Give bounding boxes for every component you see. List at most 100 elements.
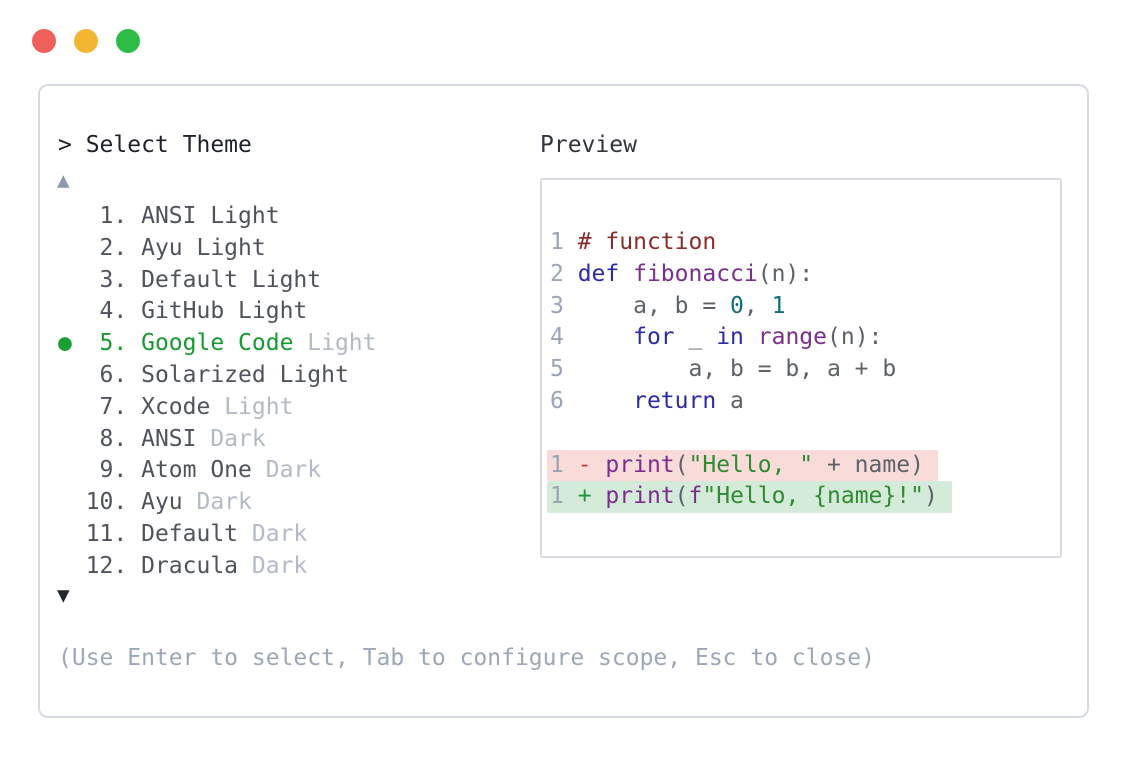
item-variant: Light [293, 330, 377, 357]
code-line: 6 return a [550, 386, 1060, 418]
token-plain: ( [674, 483, 689, 510]
item-bullet-space [58, 489, 86, 515]
item-bullet-space [58, 298, 86, 324]
token-plain: _ [674, 324, 717, 351]
scroll-up-icon[interactable]: ▲ [57, 168, 70, 192]
item-variant: Dark [238, 552, 308, 579]
theme-item-7[interactable]: 7. Xcode Light [58, 392, 377, 424]
item-variant: Light [224, 298, 308, 325]
token-plain: a, b = [577, 292, 731, 319]
item-name: Ayu [141, 234, 183, 261]
code-line: 5 a, b = b, a + b [550, 354, 1060, 386]
command-prompt: > Select Theme [58, 132, 252, 158]
line-number: 1 [550, 229, 578, 255]
item-variant: Light [196, 203, 280, 229]
theme-item-8[interactable]: 8. ANSI Dark [58, 424, 377, 456]
theme-item-5[interactable]: ● 5. Google Code Light [58, 328, 377, 360]
token-add: + [577, 483, 606, 510]
diff-deletion-line: 1 - print("Hello, " + name) [547, 449, 1060, 482]
item-bullet-space [58, 362, 86, 388]
window-controls [32, 29, 140, 53]
theme-item-9[interactable]: 9. Atom One Dark [58, 455, 377, 487]
token-plain: a, b = b, a + b [577, 356, 897, 383]
item-name: ANSI [141, 425, 197, 452]
item-variant: Dark [238, 520, 308, 547]
theme-item-12[interactable]: 12. Dracula Dark [58, 551, 377, 583]
item-bullet-space [58, 457, 86, 483]
theme-list: 1. ANSI Light 2. Ayu Light 3. Default Li… [58, 201, 377, 583]
item-name: ANSI [141, 203, 197, 229]
item-bullet-space [58, 521, 86, 547]
item-variant: Light [265, 361, 349, 388]
token-plain: a [716, 387, 744, 414]
item-name: Google Code [141, 330, 294, 357]
theme-item-2[interactable]: 2. Ayu Light [58, 233, 377, 265]
token-function: print [605, 483, 675, 510]
theme-item-1[interactable]: 1. ANSI Light [58, 201, 377, 233]
line-number: 2 [550, 260, 578, 287]
diff-deletion-highlight: 1 - print("Hello, " + name) [547, 449, 938, 482]
token-keyword: return [633, 387, 717, 414]
code-line: 1 # function [550, 227, 1060, 259]
item-variant: Dark [182, 489, 252, 516]
token-number: 1 [771, 292, 786, 319]
token-function: f [688, 483, 703, 510]
token-plain [578, 388, 633, 414]
line-number: 3 [550, 292, 578, 319]
diff-addition-highlight: 1 + print(f"Hello, {name}!") [547, 481, 952, 514]
item-bullet-space [58, 235, 86, 261]
theme-item-3[interactable]: 3. Default Light [58, 265, 377, 297]
line-number: 5 [550, 356, 578, 383]
blank-line [550, 418, 1060, 450]
theme-item-6[interactable]: 6. Solarized Light [58, 360, 377, 392]
item-name: Xcode [141, 393, 211, 420]
item-number: 9. [85, 457, 142, 484]
close-button[interactable] [32, 29, 56, 53]
token-plain: (n): [757, 260, 814, 287]
item-name: Ayu [141, 489, 183, 516]
line-number: 6 [550, 387, 578, 414]
token-function: fibonacci [633, 260, 758, 287]
code-line: 4 for _ in range(n): [550, 322, 1060, 354]
token-string: "Hello, " [688, 451, 814, 478]
minimize-button[interactable] [74, 29, 98, 53]
line-number: 1 [550, 483, 578, 510]
token-plain [619, 261, 633, 287]
zoom-button[interactable] [116, 29, 140, 53]
token-keyword: for [633, 324, 675, 351]
item-number: 4. [85, 298, 142, 325]
theme-item-4[interactable]: 4. GitHub Light [58, 296, 377, 328]
token-plain: , [743, 292, 772, 319]
item-bullet-space [58, 394, 86, 420]
token-keyword: in [716, 324, 744, 351]
theme-item-11[interactable]: 11. Default Dark [58, 519, 377, 551]
item-number: 11. [85, 520, 142, 547]
item-number: 10. [85, 489, 142, 516]
diff-block: 1 - print("Hello, " + name)1 + print(f"H… [547, 449, 1060, 514]
scroll-down-icon[interactable]: ▼ [57, 583, 70, 607]
item-variant: Dark [196, 425, 266, 452]
diff-addition-line: 1 + print(f"Hello, {name}!") [547, 481, 1060, 514]
token-string: "Hello, {name}!" [702, 483, 924, 510]
token-plain: (n): [827, 324, 883, 351]
token-comment: # function [577, 229, 717, 255]
item-number: 3. [85, 266, 142, 293]
item-variant: Light [238, 266, 322, 293]
token-function: range [757, 324, 827, 351]
selected-item-bullet-icon: ● [58, 330, 86, 357]
preview-label: Preview [540, 132, 637, 158]
token-plain: ) [923, 483, 938, 510]
theme-item-10[interactable]: 10. Ayu Dark [58, 487, 377, 519]
item-name: Dracula [141, 552, 239, 579]
token-del: - [577, 451, 606, 478]
item-name: Default [141, 266, 239, 293]
item-number: 7. [85, 393, 142, 420]
item-number: 5. [85, 330, 142, 357]
item-name: Default [141, 520, 239, 547]
item-number: 8. [85, 425, 142, 452]
item-bullet-space [58, 426, 86, 452]
token-plain: ( [674, 451, 689, 478]
item-number: 12. [85, 552, 142, 579]
